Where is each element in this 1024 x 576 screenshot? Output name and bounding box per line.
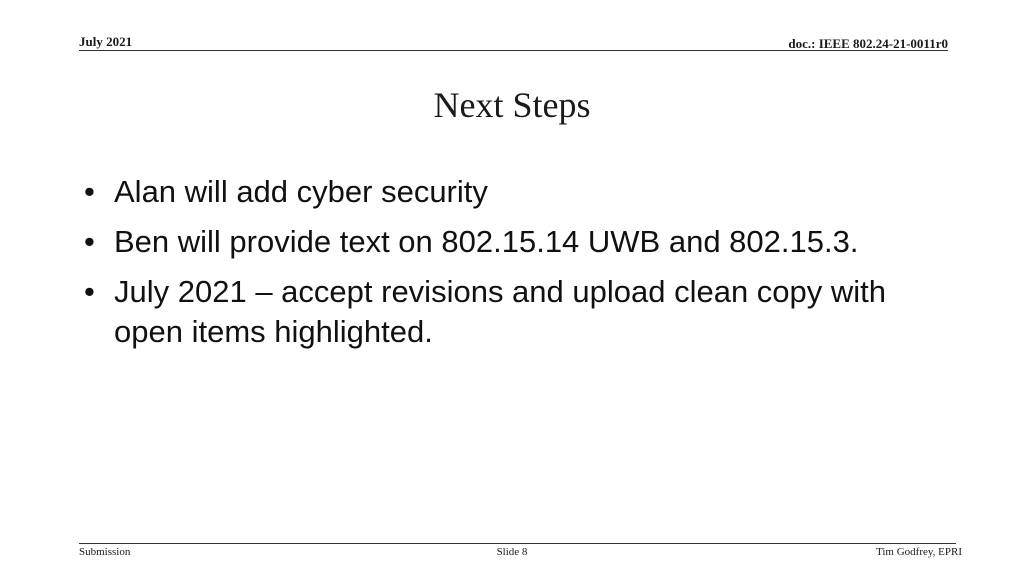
bullet-text: July 2021 – accept revisions and upload … (114, 274, 887, 349)
bullet-list: • Alan will add cyber security • Ben wil… (84, 172, 954, 362)
footer-author: Tim Godfrey, EPRI (876, 546, 962, 558)
footer-submission: Submission (79, 546, 131, 558)
bullet-item: • July 2021 – accept revisions and uploa… (84, 272, 954, 352)
bullet-item: • Ben will provide text on 802.15.14 UWB… (84, 222, 954, 262)
bullet-icon: • (84, 174, 95, 209)
bullet-text: Ben will provide text on 802.15.14 UWB a… (114, 224, 859, 259)
bullet-icon: • (84, 224, 95, 259)
bullet-icon: • (84, 274, 95, 309)
header-divider (79, 50, 948, 51)
header-date: July 2021 (79, 34, 133, 49)
slide-title: Next Steps (433, 85, 591, 125)
header-doc-id: doc.: IEEE 802.24-21-0011r0 (788, 36, 948, 51)
bullet-text: Alan will add cyber security (114, 174, 488, 209)
bullet-item: • Alan will add cyber security (84, 172, 954, 212)
footer-slide-number: Slide 8 (496, 546, 528, 558)
footer-divider (79, 543, 956, 544)
